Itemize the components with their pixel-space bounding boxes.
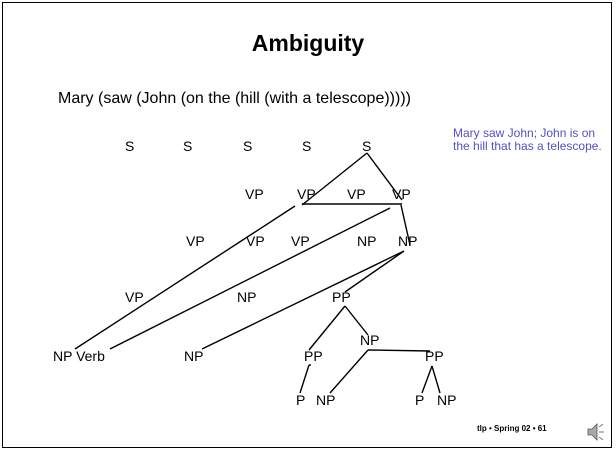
tree-node-label: VP xyxy=(245,186,264,202)
tree-node-label: VP xyxy=(347,186,366,202)
tree-edge xyxy=(201,250,405,350)
tree-node-label: S xyxy=(302,138,311,154)
speaker-icon[interactable] xyxy=(586,421,606,443)
tree-edge xyxy=(301,152,368,206)
tree-node-label: PP xyxy=(332,289,351,305)
tree-edge xyxy=(400,204,411,246)
interpretation-note: Mary saw John; John is on the hill that … xyxy=(453,126,602,153)
tree-node-label: NP Verb xyxy=(53,348,105,364)
slide-title: Ambiguity xyxy=(251,30,365,56)
tree-edges xyxy=(74,152,441,394)
tree-edge xyxy=(344,305,369,336)
tree-edge xyxy=(74,205,296,350)
tree-edge xyxy=(329,349,369,394)
tree-node-label: S xyxy=(183,138,192,154)
tree-edge xyxy=(308,305,346,351)
tree-node-label: PP xyxy=(425,348,444,364)
tree-node-label: VP xyxy=(297,186,316,202)
tree-node-label: S xyxy=(362,138,371,154)
tree-edge xyxy=(109,207,391,350)
tree-edge xyxy=(366,152,403,201)
tree-node-label: P xyxy=(296,392,305,408)
tree-node-label: PP xyxy=(304,348,323,364)
slide-footer: tlp • Spring 02 • 61 xyxy=(477,424,547,433)
tree-node-label: NP xyxy=(184,348,203,364)
tree-edge xyxy=(344,250,405,293)
tree-node-label: NP xyxy=(357,233,376,249)
tree-node-label: NP xyxy=(316,392,335,408)
tree-node-label: P xyxy=(415,392,424,408)
tree-node-label: S xyxy=(125,138,134,154)
tree-node-label: VP xyxy=(246,233,265,249)
tree-node-label: VP xyxy=(125,289,144,305)
tree-node-label: S xyxy=(243,138,252,154)
tree-node-label: VP xyxy=(291,233,310,249)
slide-frame xyxy=(2,2,612,448)
tree-node-label: VP xyxy=(392,186,411,202)
tree-edge xyxy=(421,365,433,394)
tree-edge xyxy=(299,364,310,394)
tree-node-label: NP xyxy=(398,233,417,249)
tree-edge xyxy=(431,365,441,394)
tree-node-label: VP xyxy=(186,233,205,249)
tree-node-label: NP xyxy=(360,332,379,348)
tree-edge xyxy=(367,349,431,352)
tree-node-label: NP xyxy=(437,392,456,408)
bracketed-sentence: Mary (saw (John (on the (hill (with a te… xyxy=(58,90,411,107)
tree-node-label: NP xyxy=(237,289,256,305)
